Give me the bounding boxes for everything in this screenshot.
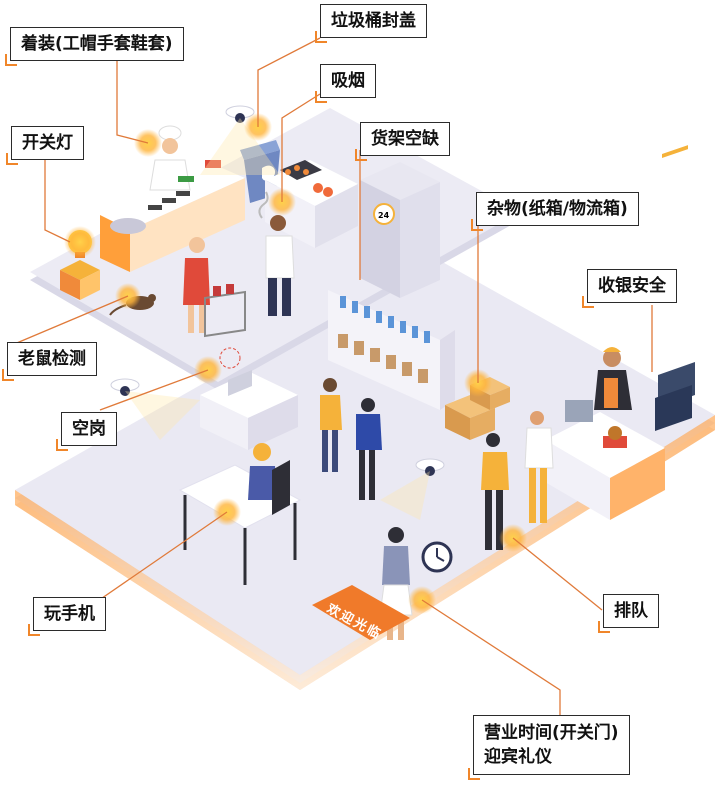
- clock-icon: [421, 541, 453, 573]
- label-hours-line1: 营业时间(开关门): [484, 723, 619, 743]
- label-smoking: 吸烟: [315, 64, 376, 103]
- label-trash-lid: 垃圾桶封盖: [315, 4, 427, 43]
- label-rat-detection: 老鼠检测: [2, 342, 97, 381]
- fridge-sign: 24: [378, 211, 390, 220]
- label-business-hours: 营业时间(开关门) 迎宾礼仪: [468, 715, 630, 780]
- waiter-figure: [183, 237, 246, 338]
- label-hours-line2: 迎宾礼仪: [484, 747, 552, 767]
- welcome-mat: [312, 585, 410, 640]
- customer-figures: [320, 378, 554, 550]
- label-phone-play: 玩手机: [28, 597, 106, 636]
- label-debris: 杂物(纸箱/物流箱): [471, 192, 639, 231]
- cashier-figure: [594, 347, 632, 410]
- fridge: 24: [360, 162, 440, 298]
- kitchen-counter: [100, 165, 245, 272]
- callout-lines: [11, 37, 653, 718]
- label-cashier-safety: 收银安全: [582, 269, 677, 308]
- label-shelf-empty: 货架空缺: [355, 122, 450, 161]
- credit-card-icon: [655, 145, 695, 431]
- reception-desk: [200, 347, 298, 450]
- camera-icon: [110, 105, 445, 520]
- chef-figure: [149, 125, 221, 191]
- label-uniform: 着装(工帽手套鞋套): [5, 27, 184, 66]
- label-queue: 排队: [598, 594, 659, 633]
- product-shelf: [328, 290, 455, 410]
- cashier-counter: [545, 400, 665, 520]
- label-post-vacant: 空岗: [56, 412, 117, 451]
- smoking-man-figure: [258, 191, 295, 316]
- label-light-switch: 开关灯: [6, 126, 84, 165]
